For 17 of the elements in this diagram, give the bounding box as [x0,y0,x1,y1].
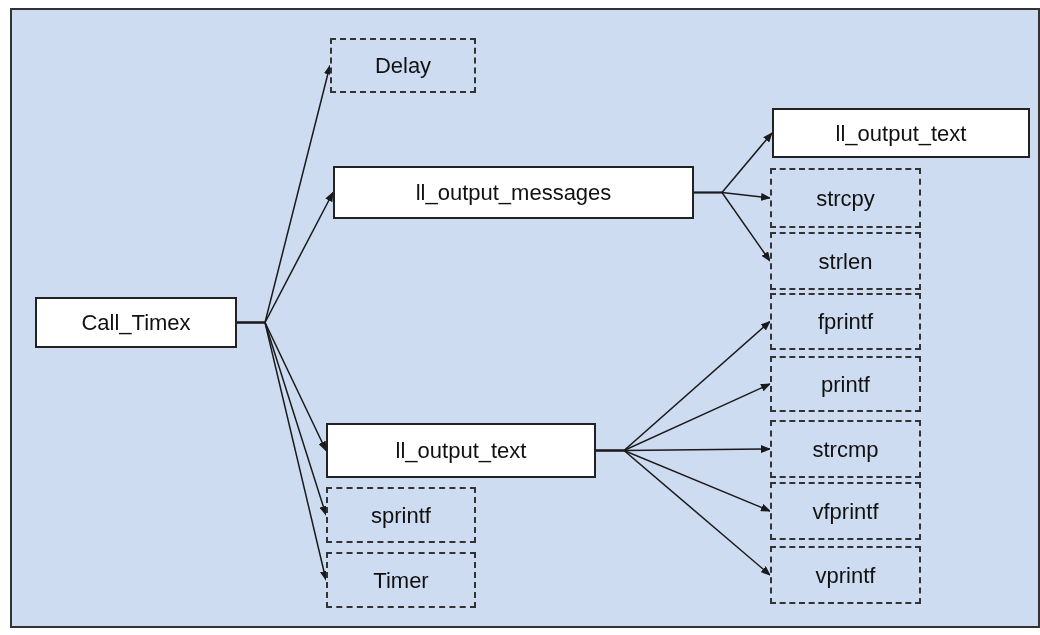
dashed-function-box: sprintf [326,487,476,543]
arrow [693,191,771,262]
arrow [236,321,328,581]
dashed-function-box: strcpy [770,168,921,228]
function-box: ll_output_text [772,108,1030,158]
dashed-function-box: Delay [330,38,476,93]
function-box: ll_output_text [326,423,596,478]
dashed-function-box: vfprintf [770,482,921,540]
dashed-function-box: printf [770,356,921,412]
function-box: ll_output_messages [333,166,694,219]
dashed-function-box: fprintf [770,293,921,350]
dashed-function-box: strlen [770,232,921,290]
arrow [595,449,771,576]
dashed-function-box: vprintf [770,546,921,604]
dashed-function-box: strcmp [770,420,921,478]
function-box: Call_Timex [35,297,237,348]
dashed-function-box: Timer [326,552,476,608]
